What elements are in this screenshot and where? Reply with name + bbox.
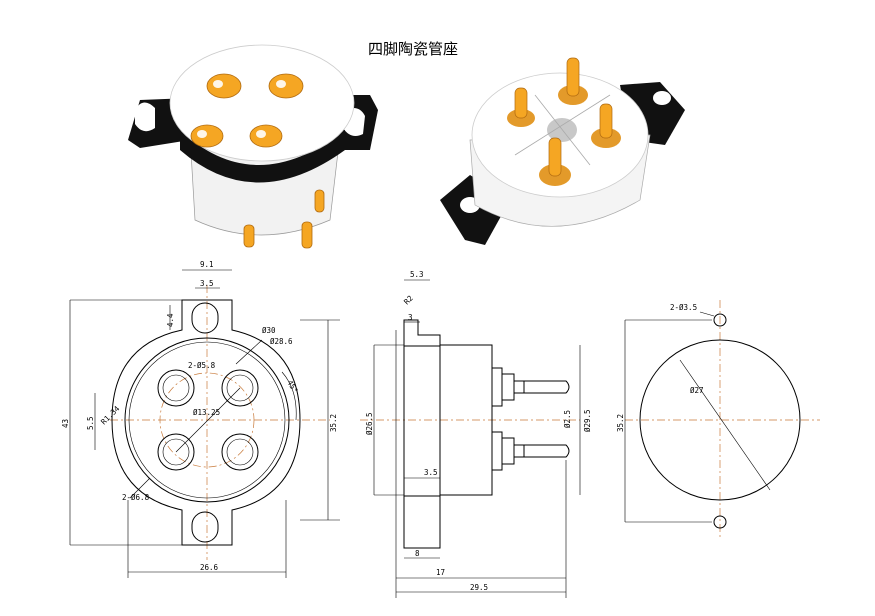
dim-bottom-width: 26.6 [200,563,219,572]
pin [599,103,613,139]
dim-top-width: 9.1 [200,260,214,269]
socket-hole [206,73,242,99]
socket-hole [268,73,304,99]
pin [301,221,313,249]
dim-left-offset: 5.5 [86,416,95,430]
dim-dia-outer: Ø30 [262,326,276,335]
dim-cutout-holes: 2-Ø3.5 [670,303,697,312]
dim-radius: R1.34 [99,404,122,427]
dim-cutout-height: 35.2 [616,414,625,432]
bracket-hole [135,102,155,132]
front-view: 9.1 3.5 4.4 Ø30 Ø28.6 2-Ø5.8 45° Ø13.25 … [61,260,340,578]
dim-left-dia: Ø26.5 [365,412,374,435]
pin-group [507,57,621,186]
dim-dia-inner: Ø28.6 [270,337,293,346]
pin [243,224,255,248]
dim-side-top: 5.3 [410,270,424,279]
dim-slot-depth: 4.4 [166,313,175,327]
dim-right-dia: Ø29.5 [583,409,592,432]
socket-hole [190,124,224,148]
dim-hole-pair: 2-Ø5.8 [188,361,216,370]
dim-total-height: 43 [61,419,70,428]
socket-render-bottom [440,57,685,245]
pin [566,57,580,97]
dim-bottom-holes: 2-Ø6.8 [122,493,150,502]
dim-step: 3.5 [424,468,438,477]
dim-flange: 3 [408,313,413,322]
dim-pin-dia: Ø2.5 [563,410,572,428]
dim-length-29-5: 29.5 [470,583,488,592]
black-band [180,130,345,183]
pin [548,137,562,177]
pin [314,189,325,213]
side-view: 5.3 R2 3 Ø26.5 Ø2.5 Ø29.5 3.5 8 17 29.5 [360,270,592,598]
dim-chamfer: R2 [402,294,415,307]
socket-render-top [128,44,378,249]
dim-body-height: 35.2 [329,414,338,432]
socket-hole [249,124,283,148]
dim-length-17: 17 [436,568,445,577]
page-title: 四脚陶瓷管座 [368,40,459,58]
pin [514,87,528,119]
dim-cutout-diameter: Ø27 [690,386,704,395]
cutout-view: 2-Ø3.5 Ø27 35.2 [616,300,820,540]
dim-flange-base: 8 [415,549,420,558]
dim-bolt-circle: Ø13.25 [193,408,220,417]
dim-slot-width: 3.5 [200,279,214,288]
bracket-hole [653,91,671,105]
